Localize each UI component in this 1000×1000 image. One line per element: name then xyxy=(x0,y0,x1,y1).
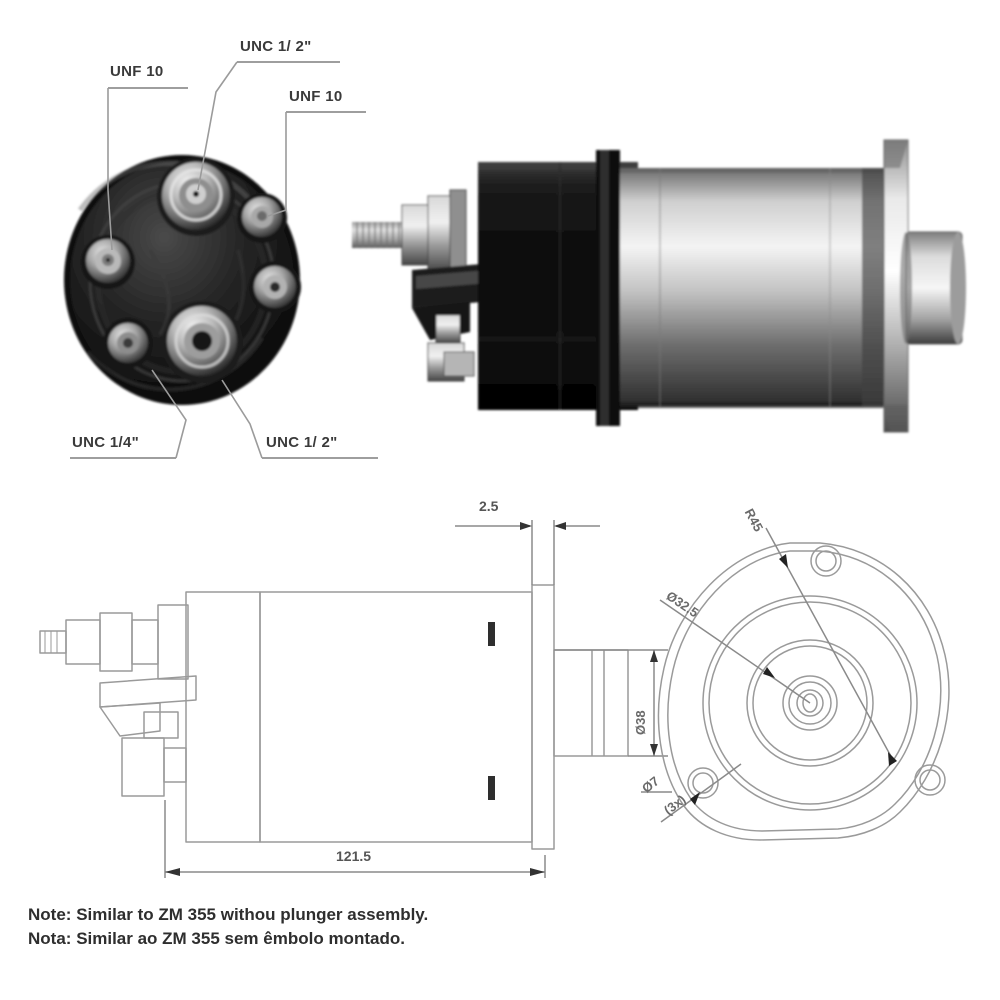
dim-label-mounting-hole-count: (3x) xyxy=(661,791,689,818)
dim-pilot-diameter xyxy=(659,599,811,704)
callout-unc14-bottom: UNC 1/4" xyxy=(72,434,140,451)
callout-unf10-left: UNF 10 xyxy=(110,63,164,80)
dim-label-corner-radius: R45 xyxy=(741,506,767,535)
note-portuguese-text: Similar ao ZM 355 sem êmbolo montado. xyxy=(76,929,405,948)
terminal-stud-bottom xyxy=(161,301,243,383)
solenoid-black-body xyxy=(478,150,638,426)
callout-unc12-bottom: UNC 1/ 2" xyxy=(266,434,338,451)
dim-label-flange-thickness: 2.5 xyxy=(479,498,499,514)
plunger-thread-stud xyxy=(352,222,404,248)
small-stud-right-upper xyxy=(237,193,287,243)
solenoid-steel-housing xyxy=(620,168,885,408)
solenoid-end-cap-photo xyxy=(64,155,301,405)
small-stud-bottom-left xyxy=(103,318,153,368)
dim-mounting-hole xyxy=(641,763,742,823)
note-portuguese-prefix: Nota: xyxy=(28,929,72,948)
dim-label-body-diameter: Ø38 xyxy=(633,710,648,735)
dim-label-mounting-hole: Ø7 xyxy=(639,773,662,796)
dim-body-diameter xyxy=(554,649,668,757)
small-stud-left xyxy=(81,235,135,289)
note-english-prefix: Note: xyxy=(28,905,72,924)
note-english: Note: Similar to ZM 355 withou plunger a… xyxy=(28,903,728,927)
end-view-outline xyxy=(657,542,950,841)
notes-block: Note: Similar to ZM 355 withou plunger a… xyxy=(28,903,728,951)
solenoid-body-photo xyxy=(352,139,966,433)
callout-unf10-right: UNF 10 xyxy=(289,88,343,105)
dim-overall-length xyxy=(164,800,546,878)
dim-flange-thickness xyxy=(455,520,600,585)
dim-corner-radius xyxy=(765,527,897,766)
dim-label-pilot-diameter: Ø32.5 xyxy=(663,588,702,621)
dim-label-overall-length: 121.5 xyxy=(336,848,372,864)
small-stud-right-lower xyxy=(249,261,301,313)
callout-unc12-top: UNC 1/ 2" xyxy=(240,38,312,55)
note-portuguese: Nota: Similar ao ZM 355 sem êmbolo monta… xyxy=(28,927,728,951)
mounting-holes xyxy=(687,545,946,799)
terminal-stud-top xyxy=(157,158,235,236)
mounting-flange xyxy=(883,139,909,433)
side-view-outline xyxy=(39,584,629,850)
plunger-boss xyxy=(900,231,966,345)
note-english-text: Similar to ZM 355 withou plunger assembl… xyxy=(76,905,429,924)
